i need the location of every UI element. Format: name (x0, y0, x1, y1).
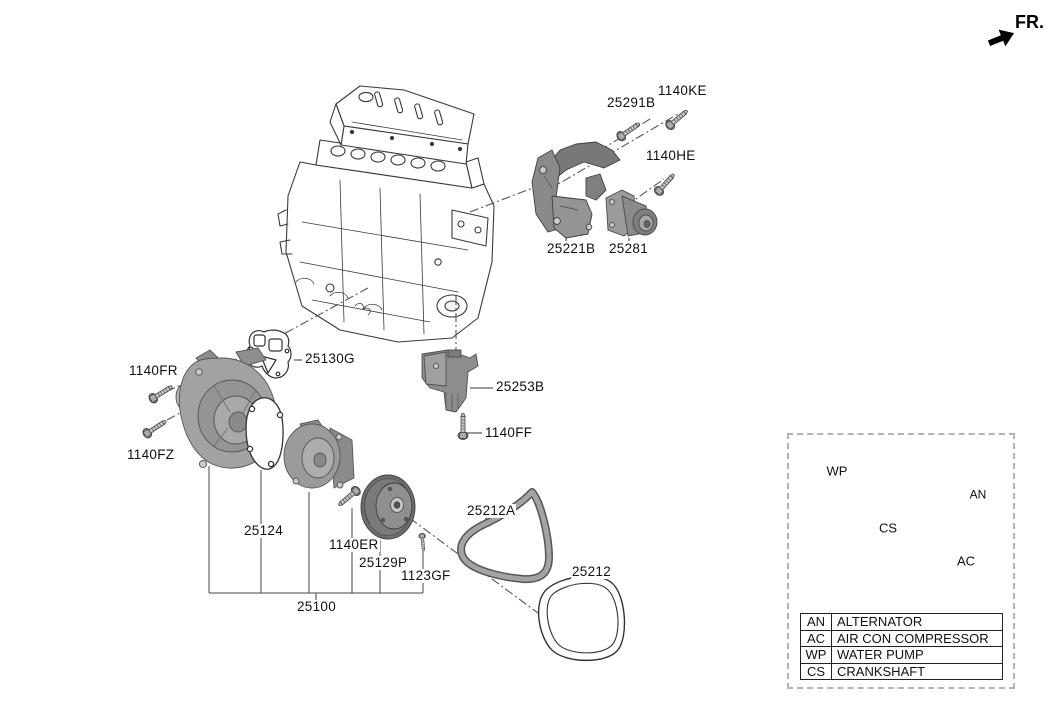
legend-table: AN ALTERNATOR AC AIR CON COMPRESSOR WP W… (800, 613, 1003, 680)
callout-25130G[interactable]: 25130G (304, 351, 356, 366)
legend-code: CS (800, 662, 832, 680)
callout-25212A[interactable]: 25212A (466, 503, 517, 518)
legend-row-wp: WP WATER PUMP (800, 646, 1003, 664)
callout-25129P[interactable]: 25129P (358, 555, 409, 570)
callout-25212[interactable]: 25212 (571, 564, 613, 579)
tensioner-25281 (605, 189, 658, 237)
water-pump-sub-assembly (283, 419, 355, 489)
legend-row-an: AN ALTERNATOR (800, 613, 1003, 631)
legend-name: AIR CON COMPRESSOR (831, 629, 1003, 647)
legend-name: CRANKSHAFT (831, 662, 1003, 680)
callout-1140FR[interactable]: 1140FR (128, 363, 179, 378)
front-direction-label: FR. (1015, 12, 1044, 32)
callout-25253B[interactable]: 25253B (495, 379, 546, 394)
bolt-1140FZ (140, 416, 169, 441)
legend-code: AC (800, 629, 832, 647)
belt-diagram-label-an: AN (969, 487, 987, 502)
bolt-1140FF (457, 413, 469, 440)
engine-sketch (277, 85, 495, 343)
legend-row-ac: AC AIR CON COMPRESSOR (800, 629, 1003, 647)
legend-code: AN (800, 613, 832, 631)
callout-1123GF[interactable]: 1123GF (400, 568, 452, 583)
callout-25221B[interactable]: 25221B (546, 241, 597, 256)
callout-25281[interactable]: 25281 (608, 241, 650, 256)
belt-25212 (538, 575, 626, 662)
callout-1140ER[interactable]: 1140ER (328, 537, 380, 552)
callout-25291B[interactable]: 25291B (606, 95, 657, 110)
bolt-1140FR (146, 381, 176, 406)
belt-diagram-label-ac: AC (956, 553, 976, 569)
legend-name: ALTERNATOR (831, 613, 1003, 631)
callout-1140FZ[interactable]: 1140FZ (126, 447, 176, 462)
belt-25212A (457, 488, 553, 584)
bolt-25291B (614, 118, 643, 143)
callout-25100[interactable]: 25100 (296, 599, 338, 614)
belt-diagram-label-wp: WP (826, 463, 848, 479)
callout-1140KE[interactable]: 1140KE (657, 83, 708, 98)
legend-row-cs: CS CRANKSHAFT (800, 662, 1003, 680)
bracket-25253B (421, 349, 479, 413)
bolt-1140KE (663, 106, 691, 132)
callout-25124[interactable]: 25124 (243, 523, 285, 538)
gasket-25124 (245, 397, 284, 470)
legend-name: WATER PUMP (831, 646, 1003, 664)
bolt-1123GF (418, 532, 428, 552)
belt-diagram-label-cs: CS (878, 520, 898, 536)
front-direction-arrow-icon (987, 29, 1015, 47)
callout-1140FF[interactable]: 1140FF (484, 425, 534, 440)
bracket-25221B (531, 141, 621, 239)
pulley-25129P (360, 474, 416, 540)
callout-1140HE[interactable]: 1140HE (645, 148, 697, 163)
legend-code: WP (800, 646, 832, 664)
